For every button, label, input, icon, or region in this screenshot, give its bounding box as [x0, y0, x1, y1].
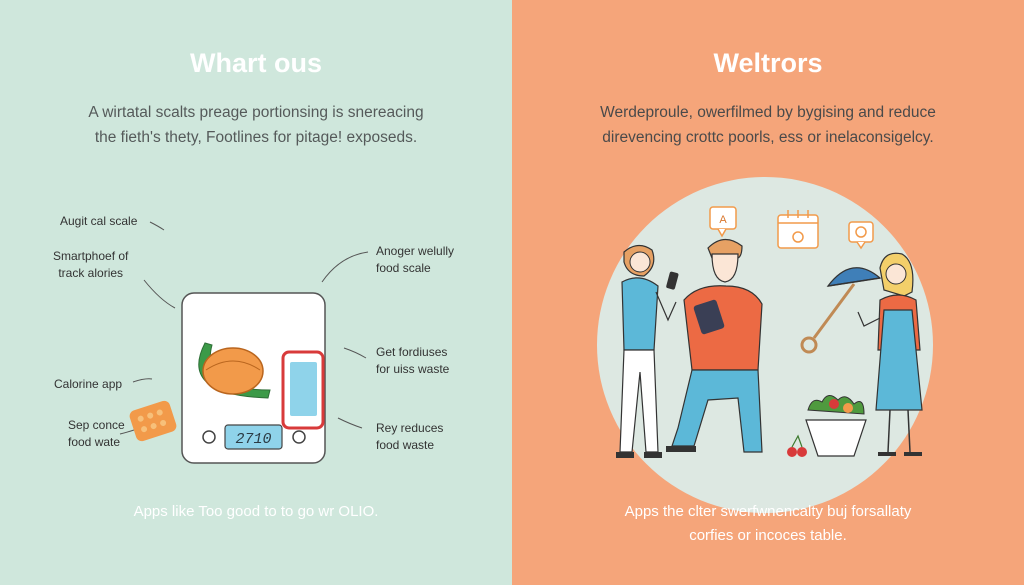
person-with-tablet [666, 238, 763, 453]
leader-line-digital-scale [149, 221, 165, 231]
right-footer-line: corfies or incoces table. [689, 527, 847, 544]
leader-lines [119, 221, 369, 435]
scale-display [224, 424, 283, 450]
right-paragraph-line: Werdeproule, owerfilmed by bygising and … [600, 104, 936, 121]
leader-line-get-food [343, 347, 367, 359]
right-footer-line: Apps the clter swerfwnencalty buj forsal… [624, 503, 912, 520]
leader-line-food-scale [321, 251, 369, 283]
label-reduces-waste: Rey reduces food waste [376, 420, 443, 454]
left-paragraph-line: A wirtatal scalts preage portionsing is … [88, 104, 424, 121]
label-get-food: Get fordiuses for uiss waste [376, 344, 449, 378]
label-line: Rey reduces [376, 421, 444, 435]
speech-bubble-icon: A [709, 206, 737, 238]
leader-line-calorie-app [132, 378, 153, 383]
serving-cloche-icon [800, 267, 882, 354]
right-paragraph-line: direvencing crottc poorls, ess or inelac… [602, 129, 934, 146]
phone-icon [666, 271, 679, 290]
right-footer: Apps the clter swerfwnencalty buj forsal… [512, 500, 1024, 548]
label-line: Anoger welully [376, 244, 455, 258]
label-digital-scale: Augit cal scale [60, 214, 138, 228]
right-panel: A [512, 0, 1024, 585]
left-title: Whart ous [190, 48, 322, 78]
right-illustration: A [512, 0, 1024, 585]
label-line: for uiss waste [376, 362, 450, 376]
food-detail-line [205, 360, 261, 371]
right-title: Weltrors [713, 48, 823, 78]
left-panel: 2710 Whart ous A wirtatal scalts preage … [0, 0, 512, 585]
bubble-letter: A [719, 214, 727, 226]
label-calorie-app: Calorine app [54, 377, 123, 391]
person-with-phone [616, 244, 679, 458]
label-line: food waste [376, 438, 435, 452]
label-line: food wate [68, 435, 121, 449]
left-illustration: 2710 [0, 0, 512, 585]
smartphone-screen [290, 362, 317, 416]
food-waste-icon [129, 400, 177, 442]
leader-line-reduces-waste [337, 417, 363, 429]
scale-display-readout: 2710 [235, 431, 271, 448]
right-paragraph: Werdeproule, owerfilmed by bygising and … [552, 100, 984, 150]
vegetable-bowl-icon [805, 395, 867, 457]
label-line: Sep conce [68, 418, 125, 432]
left-paragraph: A wirtatal scalts preage portionsing is … [40, 100, 472, 150]
scale-button-right [292, 430, 306, 444]
label-line: Get fordiuses [376, 345, 448, 359]
leader-line-food-waste [119, 429, 135, 435]
scale-button-left [202, 430, 216, 444]
left-paragraph-line: the fieth's thety, Footlines for pitage!… [94, 129, 418, 146]
tablet-icon [693, 299, 725, 335]
orange-food-icon [202, 347, 264, 395]
woman-with-cloche [857, 252, 923, 456]
label-line: food scale [376, 261, 431, 275]
calendar-icon [777, 210, 819, 249]
label-smartphone: Smartphoef of track alories [53, 248, 128, 282]
leader-line-smartphone [143, 279, 176, 309]
label-food-waste-left: Sep conce food wate [68, 417, 125, 451]
clock-bubble-icon [848, 221, 874, 250]
label-line: Smartphoef of [53, 249, 129, 263]
label-food-scale: Anoger welully food scale [376, 243, 454, 277]
left-footer: Apps like Too good to to go wr OLIO. [133, 503, 379, 520]
cherries-icon [787, 434, 807, 457]
label-line: track alories [58, 266, 124, 280]
